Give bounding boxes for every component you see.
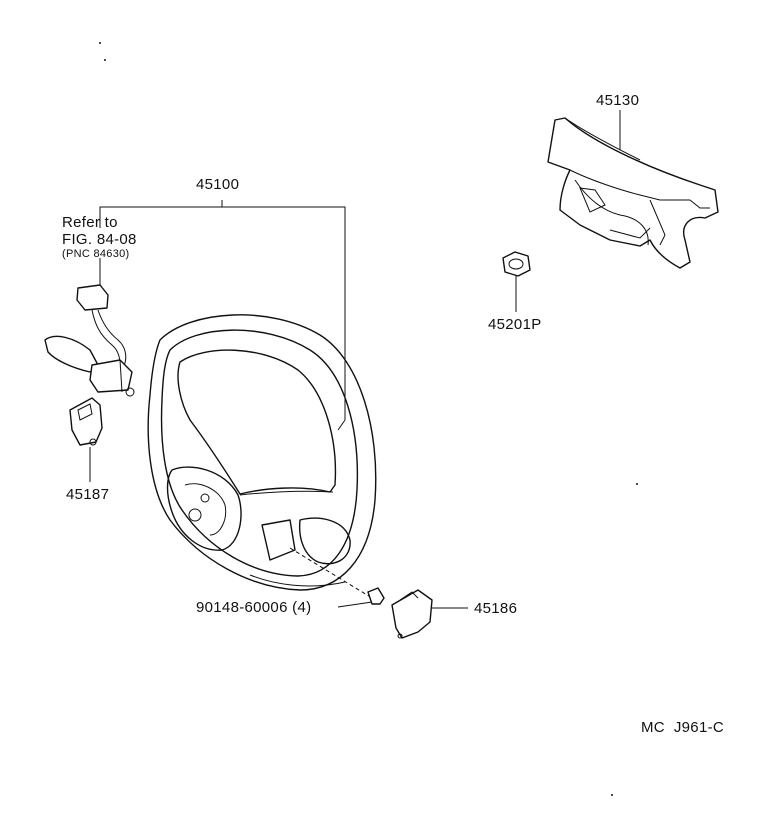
airbag-pad-45130 xyxy=(547,110,719,269)
label-cover-side: 45186 xyxy=(474,600,518,617)
label-steering-wheel: 45100 xyxy=(196,176,240,193)
nut-45201P xyxy=(502,251,531,312)
cover-45186 xyxy=(391,589,468,639)
reference-line1: Refer to xyxy=(62,214,118,231)
bolt-90148 xyxy=(289,547,385,608)
steering-wheel-45100 xyxy=(147,314,377,591)
label-bolt: 90148-60006 (4) xyxy=(196,599,312,616)
label-nut: 45201P xyxy=(488,316,542,333)
cover-45187 xyxy=(69,397,103,482)
diagram-code: MC J961-C xyxy=(641,719,725,736)
label-airbag-pad: 45130 xyxy=(596,92,640,109)
reference-line3: (PNC 84630) xyxy=(62,248,130,260)
switch-assembly xyxy=(44,284,135,397)
bracket-45100 xyxy=(99,200,346,420)
reference-line2: FIG. 84-08 xyxy=(62,231,137,248)
label-cover-lower: 45187 xyxy=(66,486,110,503)
